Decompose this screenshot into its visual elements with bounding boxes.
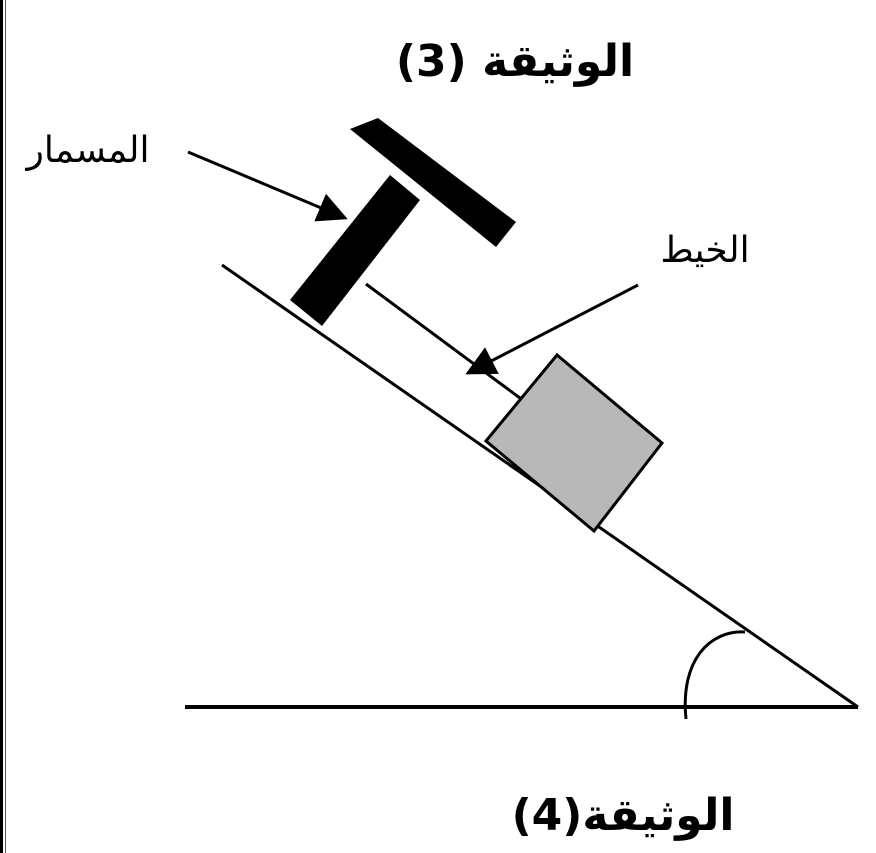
left-frame-inner-line [5, 0, 6, 853]
thread-label: الخيط [660, 230, 749, 271]
document-3-label: الوثيقة (3) [396, 36, 634, 87]
block [483, 352, 665, 534]
nail-arrow [187, 150, 348, 222]
angle-arc [683, 630, 746, 720]
nail-shaft [290, 175, 420, 326]
nail-label: المسمار [24, 130, 149, 171]
document-4-label: الوثيقة(4) [512, 790, 735, 841]
left-frame-edge [0, 0, 3, 853]
nail-head [350, 118, 516, 247]
thread-line [365, 282, 529, 406]
thread-arrow [465, 283, 639, 375]
